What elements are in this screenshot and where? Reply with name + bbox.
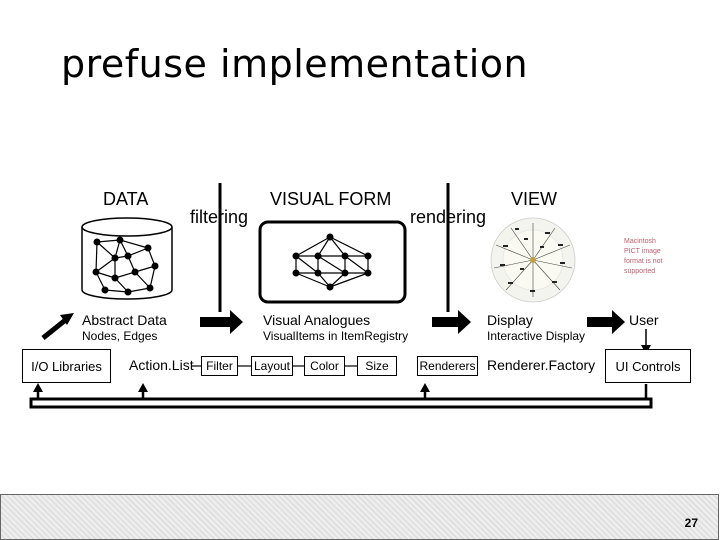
- visual-form-graph: [258, 220, 407, 304]
- visual-form-header: VISUAL FORM: [270, 189, 392, 209]
- interactive-display-label: Interactive Display: [487, 329, 586, 343]
- arrows: [41, 310, 625, 340]
- database-icon: [81, 217, 173, 300]
- page-number: 27: [684, 516, 698, 530]
- page-title: prefuse implementation: [61, 42, 529, 86]
- display-label: Display: [487, 312, 533, 328]
- action-list-label: Action.List: [129, 357, 194, 373]
- view-header: VIEW: [511, 189, 558, 209]
- color-box: Color: [304, 356, 345, 376]
- slide-footer: 27: [0, 494, 719, 540]
- visual-analogues-label: Visual Analogues: [263, 312, 371, 328]
- ui-controls-box: UI Controls: [605, 349, 691, 383]
- data-header: DATA: [103, 189, 149, 209]
- renderer-factory-label: Renderer.Factory: [487, 357, 596, 373]
- renderers-box: Renderers: [417, 356, 478, 376]
- radial-view-image: [490, 217, 576, 303]
- abstract-data-label: Abstract Data: [82, 312, 167, 328]
- pict-placeholder-image: Macintosh PICT image format is not suppo…: [624, 238, 663, 275]
- size-box: Size: [357, 356, 397, 376]
- nodes-edges-label: Nodes, Edges: [82, 329, 158, 343]
- user-label: User: [629, 312, 659, 328]
- filter-box: Filter: [201, 356, 238, 376]
- io-libraries-box: I/O Libraries: [22, 349, 111, 383]
- layout-box: Layout: [251, 356, 293, 376]
- visual-items-label: VisualItems in ItemRegistry: [263, 329, 409, 343]
